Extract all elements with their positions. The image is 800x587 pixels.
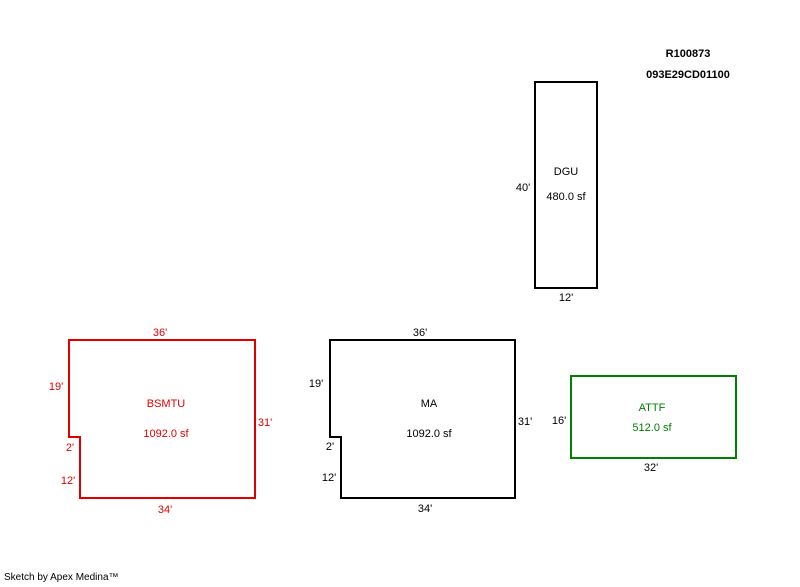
ma-label: MA xyxy=(421,398,438,410)
bsmtu-outline xyxy=(68,339,256,499)
attf-area: 512.0 sf xyxy=(632,422,672,434)
bsmtu-side-jog: 2' xyxy=(66,442,74,454)
bsmtu-side-right: 31' xyxy=(258,417,272,429)
attf-label: ATTF xyxy=(639,402,666,414)
dgu-side-left: 40' xyxy=(516,182,530,194)
area-bsmtu[interactable]: 36' 19' 2' 12' 31' 34' BSMTU 1092.0 sf xyxy=(49,327,272,516)
area-dgu[interactable]: DGU 480.0 sf 40' 12' xyxy=(516,81,598,304)
bsmtu-side-top: 36' xyxy=(153,327,167,339)
bsmtu-label: BSMTU xyxy=(147,398,186,410)
ma-side-top: 36' xyxy=(413,327,427,339)
dgu-side-bottom: 12' xyxy=(559,292,573,304)
ma-side-bottom: 34' xyxy=(418,503,432,515)
ma-side-left-lower: 12' xyxy=(322,472,336,484)
attf-outline xyxy=(570,375,737,459)
ma-area: 1092.0 sf xyxy=(406,428,452,440)
area-attf[interactable]: ATTF 512.0 sf 16' 32' xyxy=(552,375,737,474)
ma-outline xyxy=(329,339,516,499)
bsmtu-side-left-lower: 12' xyxy=(61,475,75,487)
bsmtu-area: 1092.0 sf xyxy=(143,428,189,440)
attf-side-bottom: 32' xyxy=(644,462,658,474)
bsmtu-side-bottom: 34' xyxy=(158,504,172,516)
dgu-label: DGU xyxy=(554,166,579,178)
ma-side-left-upper: 19' xyxy=(309,378,323,390)
ma-side-right: 31' xyxy=(518,416,532,428)
sketch-credit: Sketch by Apex Medina™ xyxy=(4,572,119,583)
dgu-outline xyxy=(534,81,598,289)
dgu-area: 480.0 sf xyxy=(546,191,586,203)
ma-side-jog: 2' xyxy=(326,441,334,453)
parcel-id: R100873 xyxy=(666,48,711,60)
bsmtu-side-left-upper: 19' xyxy=(49,381,63,393)
attf-side-left: 16' xyxy=(552,415,566,427)
map-tax-lot: 093E29CD01100 xyxy=(646,69,730,81)
area-ma[interactable]: 36' 19' 2' 12' 31' 34' MA 1092.0 sf xyxy=(309,327,532,515)
